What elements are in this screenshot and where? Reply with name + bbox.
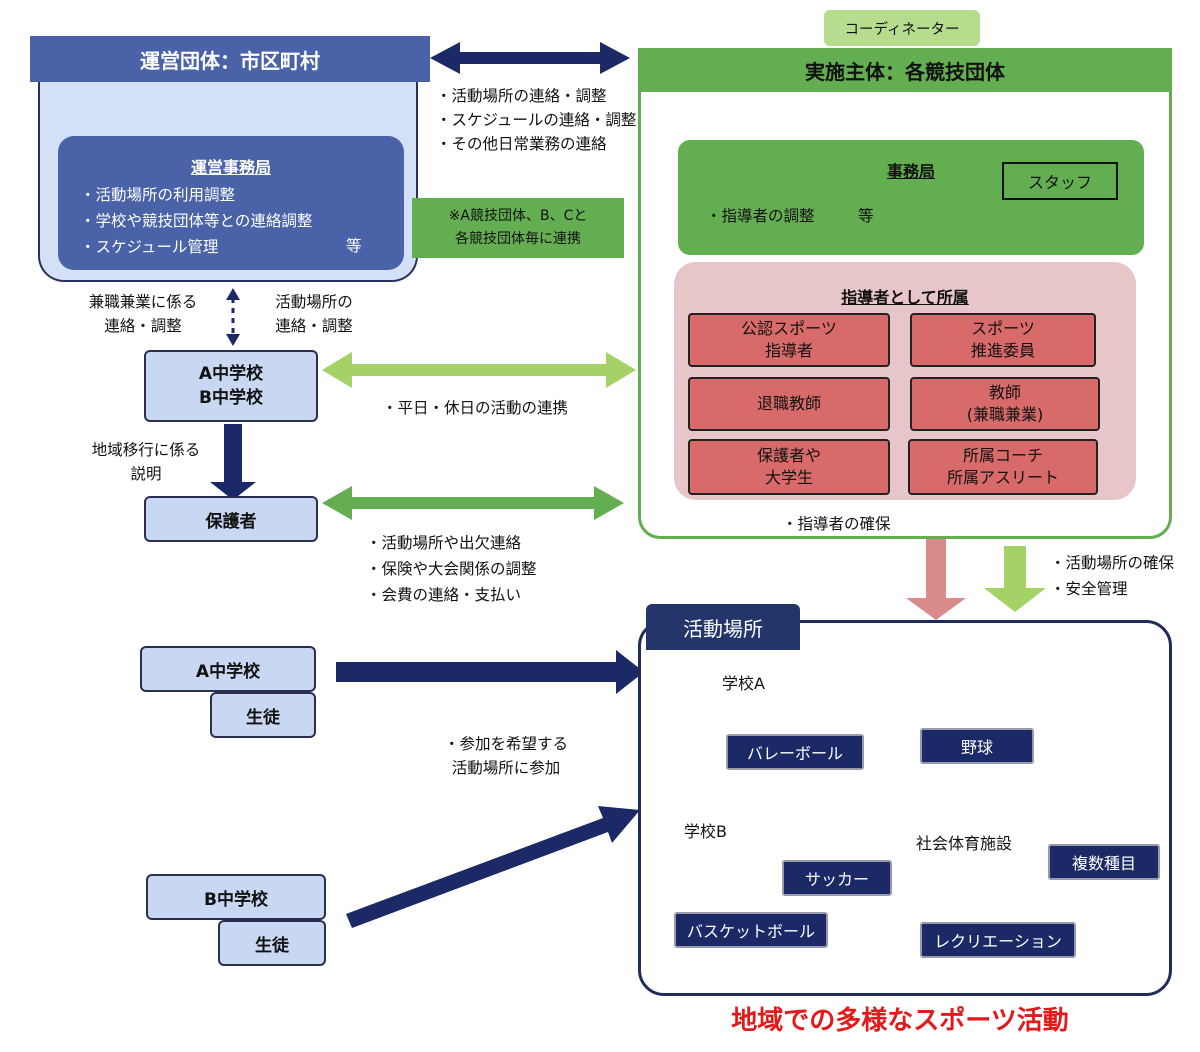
top-double-arrow [430, 42, 630, 74]
guardian-note: ・保険や大会関係の調整 [366, 560, 537, 578]
school-a-label: 学校A [722, 674, 765, 693]
sport-basketball: バスケットボール [674, 912, 828, 948]
top-link-item: ・その他日常業務の連絡 [436, 135, 607, 153]
school-a-box: A中学校 [140, 646, 316, 692]
guardian-note: ・会費の連絡・支払い [366, 586, 522, 604]
venue-down-arrow [984, 546, 1046, 612]
guardian-link-arrow [322, 486, 624, 520]
venue-support-item: ・安全管理 [1050, 580, 1128, 598]
sport-baseball: 野球 [920, 728, 1034, 764]
school-b-box: B中学校 [146, 874, 326, 920]
secretariat-item: ・指導者の調整 [706, 207, 815, 225]
operating-office-title: 運営事務局 [190, 158, 271, 177]
activity-place-title: 活動場所 [646, 604, 800, 650]
school-a-students-box: 生徒 [210, 692, 316, 738]
implementing-body-header: 実施主体：各競技団体 [638, 48, 1172, 92]
dotted-double-arrow [226, 288, 240, 346]
footer-title: 地域での多様なスポーツ活動 [731, 1006, 1069, 1036]
role-promotion-commissioner: スポーツ 推進委員 [910, 313, 1096, 367]
secure-leaders-text: ・指導者の確保 [782, 515, 891, 533]
role-guardian-student: 保護者や 大学生 [688, 439, 890, 495]
schools-link-arrow [322, 352, 636, 388]
guardian-box: 保護者 [144, 496, 318, 542]
venue-support-notes: ・活動場所の確保 ・安全管理 [1050, 550, 1174, 602]
operating-office-etc: 等 [346, 237, 362, 255]
venue-support-item: ・活動場所の確保 [1050, 554, 1175, 572]
school-b-students-box: 生徒 [218, 920, 326, 966]
affiliation-title: 指導者として所属 [841, 288, 969, 307]
guardian-notes: ・活動場所や出欠連絡 ・保険や大会関係の調整 ・会費の連絡・支払い [366, 530, 537, 608]
role-teacher-dual: 教師 (兼職兼業) [910, 377, 1100, 431]
dual-job-label: 兼職兼業に係る 連絡・調整 [88, 293, 198, 335]
role-certified-coach: 公認スポーツ 指導者 [688, 313, 890, 367]
sport-recreation: レクリエーション [920, 922, 1076, 958]
operating-office-item: ・スケジュール管理 [80, 238, 219, 256]
venue-contact-label: 活動場所の 連絡・調整 [275, 293, 353, 335]
school-b-label: 学校B [684, 822, 727, 841]
sport-volleyball: バレーボール [726, 734, 864, 770]
secretariat-title: 事務局 [886, 162, 935, 181]
explain-down-arrow [210, 424, 256, 500]
top-link-item: ・活動場所の連絡・調整 [436, 87, 607, 105]
operating-office-item: ・学校や競技団体等との連絡調整 [80, 212, 313, 230]
role-retired-teacher: 退職教師 [688, 377, 890, 431]
sport-soccer: サッカー [782, 860, 892, 896]
green-note: ※A競技団体、B、Cと 各競技団体毎に連携 [412, 198, 624, 258]
facility-label: 社会体育施設 [916, 834, 1013, 853]
leaders-down-arrow [906, 496, 966, 620]
top-link-item: ・スケジュールの連絡・調整 [436, 111, 637, 129]
sport-multi: 複数種目 [1048, 844, 1160, 880]
weekday-link-text: ・平日・休日の活動の連携 [382, 399, 569, 417]
secretariat-etc: 等 [858, 207, 874, 225]
coordinator-badge: コーディネーター [824, 10, 980, 46]
transition-label: 地域移行に係る 説明 [91, 441, 201, 483]
top-link-notes: ・活動場所の連絡・調整 ・スケジュールの連絡・調整 ・その他日常業務の連絡 [436, 84, 636, 156]
operating-office-item: ・活動場所の利用調整 [80, 186, 236, 204]
guardian-note: ・活動場所や出欠連絡 [366, 534, 522, 552]
a-students-arrow [336, 650, 644, 694]
participation-text: ・参加を希望する 活動場所に参加 [443, 735, 568, 777]
operating-office-items: ・活動場所の利用調整 ・学校や競技団体等との連絡調整 ・スケジュール管理 [80, 182, 312, 260]
b-students-arrow [346, 806, 640, 928]
staff-box: スタッフ [1002, 162, 1118, 200]
role-coach-athlete: 所属コーチ 所属アスリート [908, 439, 1098, 495]
operating-office-box: 運営事務局 ・活動場所の利用調整 ・学校や競技団体等との連絡調整 ・スケジュール… [58, 136, 404, 270]
junior-high-schools-box: A中学校 B中学校 [144, 350, 318, 422]
operating-body-header: 運営団体：市区町村 [30, 36, 430, 82]
